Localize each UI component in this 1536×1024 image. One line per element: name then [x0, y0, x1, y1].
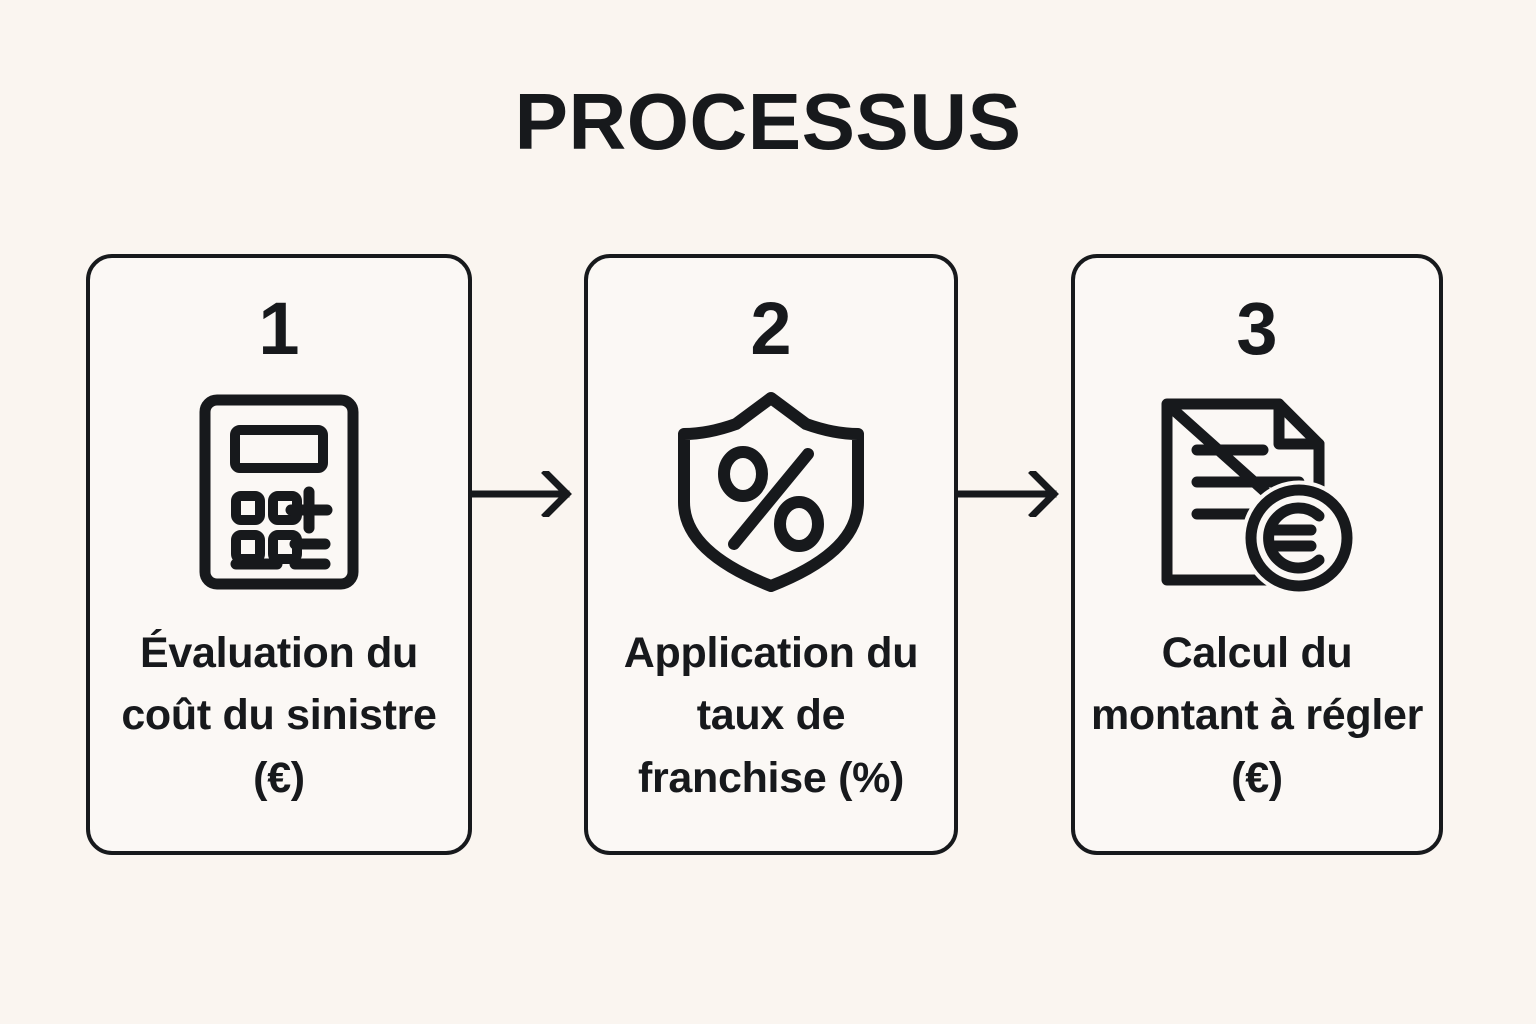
step-label-3: Calcul du montant à régler (€) — [1090, 629, 1424, 802]
step-number-3: 3 — [1236, 287, 1278, 370]
process-step-card-3[interactable]: 3 Calc — [1071, 254, 1443, 855]
shield-percent-icon — [676, 392, 866, 592]
arrow-step-1-to-2 — [468, 471, 586, 517]
step-number-2: 2 — [750, 287, 792, 370]
step-label-1: Évaluation du coût du sinistre (€) — [121, 629, 437, 802]
process-steps-row: 1 — [86, 254, 1443, 855]
arrow-step-2-to-3 — [955, 471, 1073, 517]
step-label-2: Application du taux de franchise (%) — [623, 629, 919, 802]
document-euro-icon — [1159, 392, 1355, 594]
step-number-1: 1 — [258, 287, 300, 370]
process-step-card-1[interactable]: 1 — [86, 254, 472, 855]
calculator-icon — [197, 392, 361, 592]
page-title: PROCESSUS — [514, 77, 1022, 166]
process-step-card-2[interactable]: 2 Application du taux de franchise (%) — [584, 254, 958, 855]
